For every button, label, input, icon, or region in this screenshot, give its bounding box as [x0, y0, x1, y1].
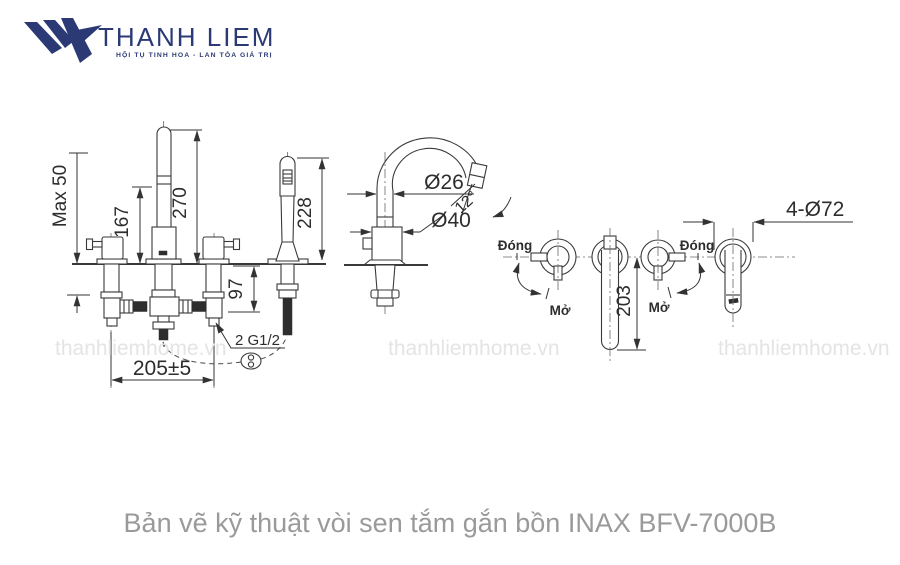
dim-spout-reach: 203: [614, 285, 635, 317]
dim-thread-spec: 2 G1/2: [235, 332, 280, 349]
drawing-caption: Bản vẽ kỹ thuật vòi sen tắm gắn bồn INAX…: [123, 508, 777, 538]
under-deck-plumbing: [100, 263, 299, 370]
side-view-drawing: Max 50 167 270 228 97 205±5 2 G: [50, 121, 329, 388]
watermark-left: thanhliemhome.vn: [55, 337, 227, 360]
thanh-liem-logo-mark-icon: [24, 18, 102, 63]
dim-base-diameter: Ø40: [431, 209, 471, 232]
right-handle: [202, 236, 241, 260]
dim-outlet-height: 167: [112, 206, 133, 238]
center-spout-column: [151, 126, 177, 260]
label-close-2: Đóng: [680, 238, 715, 253]
watermark-right: thanhliemhome.vn: [718, 337, 890, 360]
side-view-dimensions: Max 50 167 270 228 97 205±5 2 G: [50, 129, 329, 386]
dim-handshower-height: 228: [295, 197, 316, 229]
hand-shower: [275, 156, 300, 262]
spout-view-dimensions: Ø26 Ø40 12°: [347, 171, 512, 236]
top-view-drawing: Đóng Mở Đóng Mở 203 4-Ø72: [498, 198, 853, 362]
brand-name: THANH LIEM: [98, 22, 276, 52]
dim-hole-diameters: 4-Ø72: [786, 198, 844, 221]
spout-side-drawing: Ø26 Ø40 12°: [344, 137, 512, 314]
brand-logo: THANH LIEM HỘI TỤ TINH HOA - LAN TỎA GIÁ…: [22, 14, 273, 66]
dim-column-height: 270: [170, 187, 191, 219]
dim-pipe-diameter: Ø26: [424, 171, 464, 194]
watermark-middle: thanhliemhome.vn: [388, 337, 560, 360]
label-close-1: Đóng: [498, 238, 533, 253]
top-view-spout: [591, 228, 629, 362]
top-view-shower-holder: [714, 228, 752, 330]
label-open-1: Mở: [550, 303, 571, 318]
dim-under-deck: 97: [226, 278, 247, 299]
dim-handle-spacing: 205±5: [133, 357, 191, 380]
handle-rotation-annotations: Đóng Mở Đóng Mở: [498, 238, 715, 318]
label-open-2: Mở: [649, 300, 670, 315]
left-handle: [85, 236, 124, 260]
top-view-handle-1: [530, 230, 577, 290]
dim-max-deck: Max 50: [50, 165, 71, 227]
top-view-dimensions: 203 4-Ø72: [614, 198, 853, 351]
top-view-handle-2: [640, 230, 686, 290]
brand-tagline: HỘI TỤ TINH HOA - LAN TỎA GIÁ TRỊ: [116, 52, 273, 59]
